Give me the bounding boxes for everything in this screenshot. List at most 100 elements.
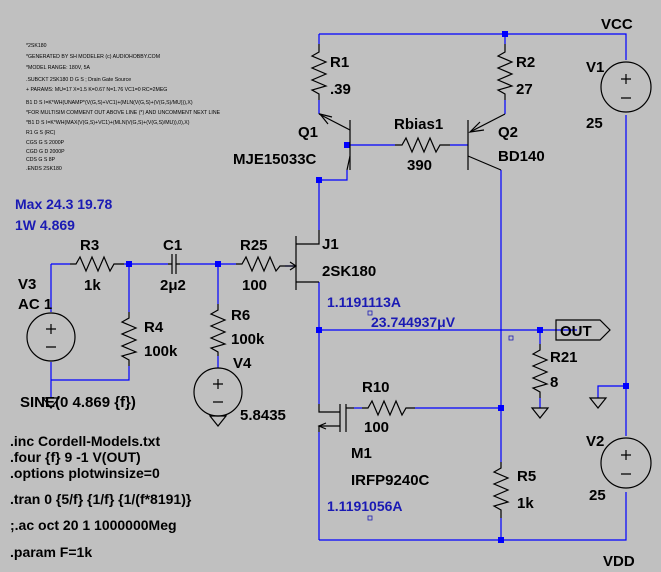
junction-dot: [215, 261, 221, 267]
probe-marker: [367, 515, 373, 521]
directive-line[interactable]: .options plotwinsize=0: [10, 465, 160, 481]
model-comment-block[interactable]: *2SK180 *GENERATED BY SH MODELER (c) AUD…: [26, 43, 221, 172]
junction-dot: [502, 31, 508, 37]
directive-line[interactable]: .tran 0 {5/f} {1/f} {1/(f*8191)}: [10, 491, 192, 507]
j1-model: 2SK180: [322, 263, 376, 280]
rbias1-value: 390: [407, 157, 432, 174]
probe-marker: [367, 310, 373, 316]
v4-name: V4: [233, 355, 252, 372]
junction-dot: [126, 261, 132, 267]
transistor-q1[interactable]: [318, 112, 351, 171]
resistor-r10[interactable]: [362, 399, 415, 417]
mosfet-m1[interactable]: [317, 404, 354, 432]
resistor-r4[interactable]: [120, 312, 138, 366]
v1-value: 25: [586, 115, 603, 132]
directive-line[interactable]: .four {f} 9 -1 V(OUT): [10, 449, 141, 465]
r5-name: R5: [517, 468, 536, 485]
junction-dot: [623, 383, 629, 389]
model-comment-line: CGD G D 2000P: [26, 149, 65, 155]
model-comment-line: *GENERATED BY SH MODELER (c) AUDIOHOBBY.…: [26, 54, 160, 60]
m1-current-annotation: 1.1191056A: [327, 498, 403, 514]
capacitor-c1[interactable]: [168, 254, 180, 274]
c1-value: 2μ2: [160, 277, 186, 294]
model-comment-line: *B1 D S I=K*WH(MAX(V(G,S)+VC1)+(MLN(V(G,…: [26, 120, 190, 126]
model-comment-line: + PARAMS: MU=17 X=1.5 K=0.67 N=1.76 VC1=…: [26, 87, 167, 93]
ground-symbol: [208, 415, 228, 427]
rail-label-vcc: VCC: [601, 16, 633, 33]
resistor-r5[interactable]: [492, 462, 510, 518]
junction-dot: [316, 327, 322, 333]
voltage-source-v2[interactable]: [600, 437, 652, 489]
resistor-r1[interactable]: [310, 44, 328, 100]
v3-name: V3: [18, 276, 36, 293]
ground-symbol: [588, 397, 608, 409]
v1-name: V1: [586, 59, 604, 76]
r3-name: R3: [80, 237, 99, 254]
junction-dot: [316, 177, 322, 183]
wires: [50, 33, 627, 541]
model-comment-line: *2SK180: [26, 43, 47, 49]
r1-name: R1: [330, 54, 349, 71]
r6-value: 100k: [231, 331, 265, 348]
resistor-r2[interactable]: [496, 44, 514, 100]
j1-current-annotation: 1.1191113A: [327, 294, 401, 310]
c1-name: C1: [163, 237, 182, 254]
ground-symbol: [530, 407, 550, 419]
m1-name: M1: [351, 445, 372, 462]
r1-value: .39: [330, 81, 351, 98]
voltage-source-v1[interactable]: [600, 61, 652, 113]
junction-dot: [498, 537, 504, 543]
resistor-r3[interactable]: [70, 255, 124, 273]
max-annotation: Max 24.3 19.78: [15, 196, 113, 212]
junction-dot: [344, 142, 350, 148]
transistor-q2[interactable]: [467, 113, 506, 171]
q2-model: BD140: [498, 148, 545, 165]
model-comment-line: CDS G S 8P: [26, 157, 56, 163]
model-comment-line: .ENDS 2SK180: [26, 166, 62, 172]
r4-name: R4: [144, 319, 164, 336]
resistor-r25[interactable]: [236, 255, 285, 273]
net-label-out-text: OUT: [560, 323, 592, 340]
resistor-rbias1[interactable]: [395, 136, 450, 154]
out-voltage-annotation: 23.744937μV: [371, 314, 456, 330]
junction-dot: [537, 327, 543, 333]
r25-name: R25: [240, 237, 268, 254]
r21-value: 8: [550, 374, 558, 391]
q1-name: Q1: [298, 124, 318, 141]
r4-value: 100k: [144, 343, 178, 360]
voltage-source-v3[interactable]: [26, 312, 76, 362]
directive-line[interactable]: .inc Cordell-Models.txt: [10, 433, 160, 449]
r25-value: 100: [242, 277, 267, 294]
r10-value: 100: [364, 419, 389, 436]
net-label-out[interactable]: [555, 319, 611, 341]
r3-value: 1k: [84, 277, 101, 294]
v4-value: 5.8435: [240, 407, 286, 424]
m1-model: IRFP9240C: [351, 472, 430, 489]
j1-name: J1: [322, 236, 339, 253]
junction-dot: [498, 405, 504, 411]
resistor-r21[interactable]: [531, 344, 549, 398]
directive-line[interactable]: ;.ac oct 20 1 1000000Meg: [10, 517, 177, 533]
probe-marker: [508, 335, 514, 341]
jfet-j1[interactable]: [285, 230, 320, 290]
v2-value: 25: [589, 487, 606, 504]
v3-source-function: SINE(0 4.869 {f}): [20, 394, 136, 411]
model-comment-line: *FOR MULTISIM COMMENT OUT ABOVE LINE (*)…: [26, 110, 221, 116]
r21-name: R21: [550, 349, 578, 366]
spice-directives: .inc Cordell-Models.txt .four {f} 9 -1 V…: [10, 433, 192, 560]
q2-name: Q2: [498, 124, 518, 141]
v3-value: AC 1: [18, 296, 52, 313]
v2-name: V2: [586, 433, 604, 450]
r10-name: R10: [362, 379, 390, 396]
rbias1-name: Rbias1: [394, 116, 443, 133]
directive-line[interactable]: .param F=1k: [10, 544, 92, 560]
model-comment-line: *MODEL RANGE: 180V, 5A: [26, 65, 90, 71]
resistor-r6[interactable]: [209, 304, 227, 356]
ground-symbol: [41, 397, 61, 409]
voltage-source-v4[interactable]: [193, 367, 243, 417]
r2-value: 27: [516, 81, 533, 98]
power-annotation: 1W 4.869: [15, 217, 75, 233]
r2-name: R2: [516, 54, 535, 71]
